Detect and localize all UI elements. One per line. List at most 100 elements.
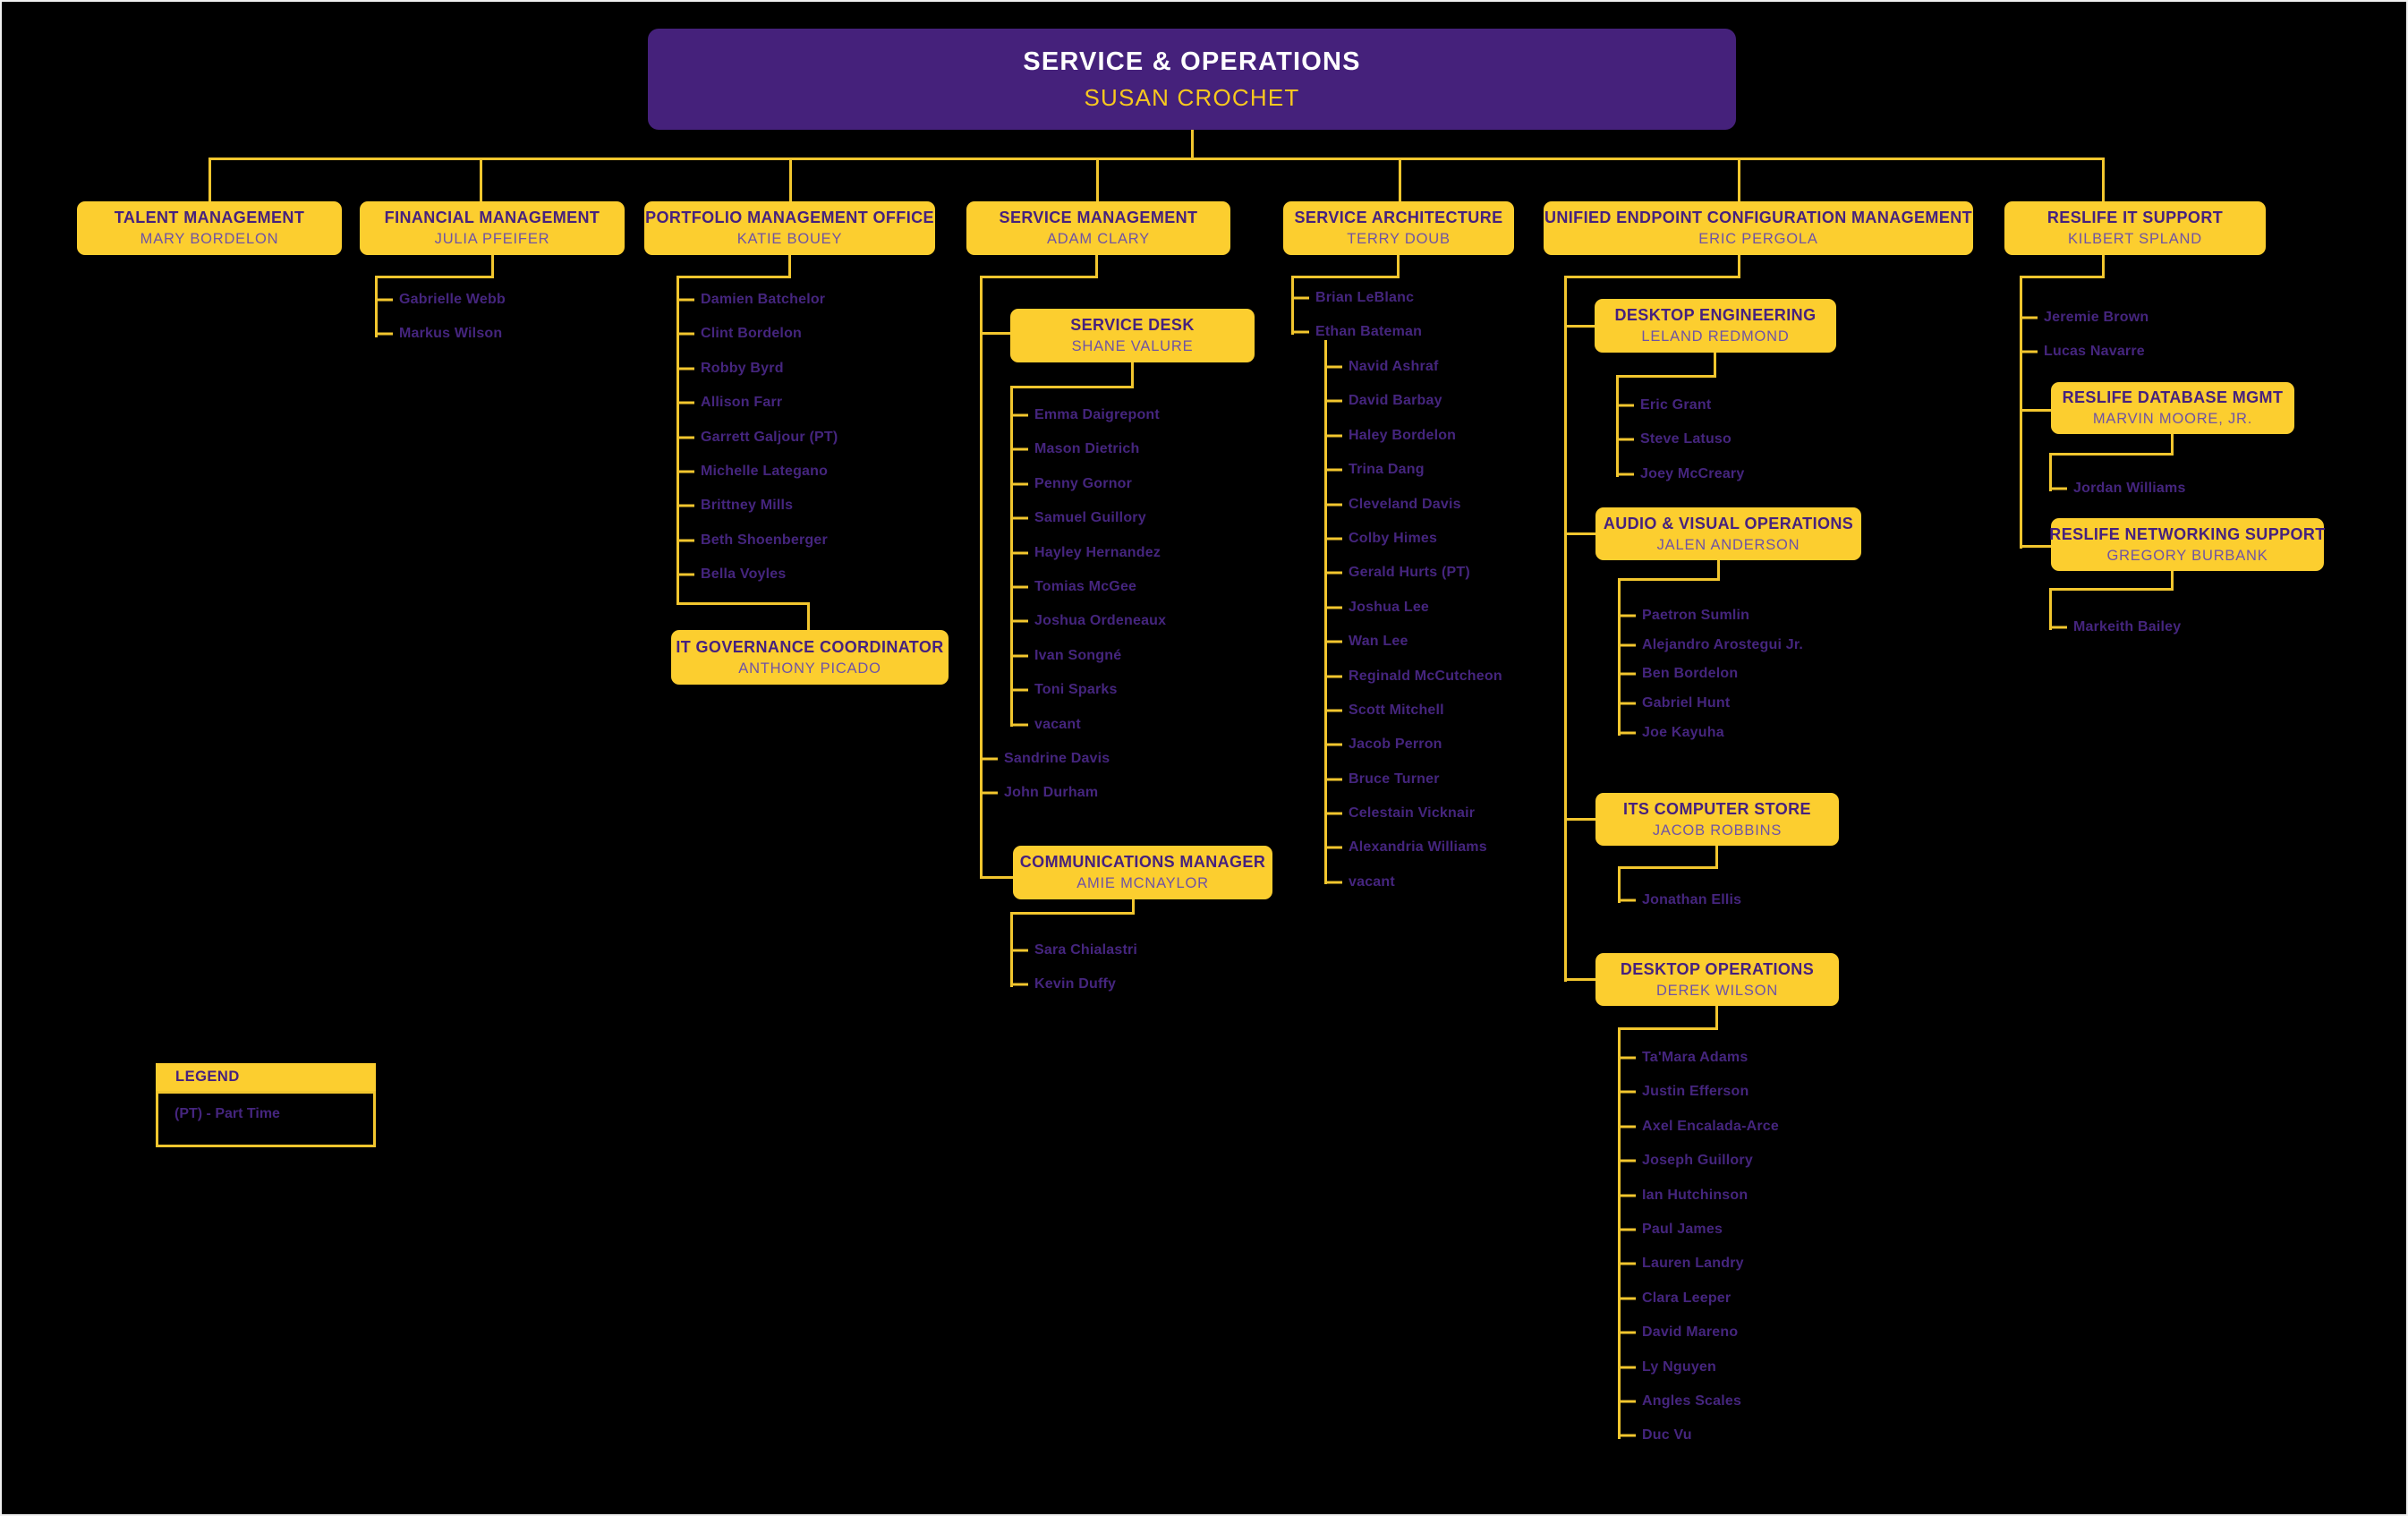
member-name: Celestain Vicknair [1324, 796, 1502, 830]
member-name: Clint Bordelon [676, 317, 838, 351]
team-person: GREGORY BURBANK [2106, 547, 2268, 564]
legend-title: LEGEND [175, 1069, 240, 1085]
member-name: Angles Scales [1618, 1384, 1779, 1418]
member-name: Ta'Mara Adams [1618, 1041, 1779, 1075]
member-name: John Durham [980, 776, 1110, 810]
member-name: Clara Leeper [1618, 1282, 1779, 1316]
member-name: Alejandro Arostegui Jr. [1618, 630, 1803, 660]
member-name: vacant [1324, 865, 1502, 899]
member-name: David Barbay [1324, 384, 1502, 418]
member-name: Gabriel Hunt [1618, 689, 1803, 719]
member-name: David Mareno [1618, 1316, 1779, 1350]
team-title: RESLIFE NETWORKING SUPPORT [2049, 524, 2326, 543]
member-name: Jeremie Brown [2020, 301, 2148, 335]
member-list-reslife-networking: Markeith Bailey [2049, 610, 2181, 644]
connector-line [480, 158, 482, 201]
member-name: Brian LeBlanc [1291, 281, 1422, 315]
member-name: Michelle Lategano [676, 455, 838, 489]
member-name: vacant [1010, 707, 1166, 741]
member-name: Lauren Landry [1618, 1247, 1779, 1281]
connector-line [1715, 846, 1718, 869]
member-name: Markus Wilson [375, 317, 506, 351]
team-box-desktop-engineering: DESKTOP ENGINEERING LELAND REDMOND [1595, 299, 1836, 353]
dept-title: UNIFIED ENDPOINT CONFIGURATION MANAGEMEN… [1544, 209, 1973, 226]
member-name: Penny Gornor [1010, 467, 1166, 501]
legend-body: (PT) - Part Time [156, 1091, 376, 1147]
member-name: Garrett Galjour (PT) [676, 420, 838, 454]
connector-line [1564, 325, 1597, 328]
connector-line [1738, 158, 1740, 201]
connector-line [1564, 818, 1598, 821]
connector-line [1010, 912, 1135, 915]
dept-box-financial-management: FINANCIAL MANAGEMENT JULIA PFEIFER [360, 201, 625, 255]
team-box-reslife-networking-support: RESLIFE NETWORKING SUPPORT GREGORY BURBA… [2049, 518, 2326, 571]
member-name: Mason Dietrich [1010, 432, 1166, 466]
member-list-reslife-database: Jordan Williams [2049, 472, 2186, 506]
team-box-it-governance-coordinator: IT GOVERNANCE COORDINATOR ANTHONY PICADO [671, 630, 949, 685]
team-title: COMMUNICATIONS MANAGER [1019, 853, 1266, 871]
member-name: Paul James [1618, 1213, 1779, 1247]
team-title: RESLIFE DATABASE MGMT [2062, 388, 2284, 406]
legend-header: LEGEND [156, 1063, 376, 1091]
dept-person: JULIA PFEIFER [434, 231, 550, 247]
root-person: SUSAN CROCHET [1084, 83, 1300, 111]
member-name: Lucas Navarre [2020, 335, 2148, 369]
root-box-service-operations: SERVICE & OPERATIONS SUSAN CROCHET [648, 29, 1736, 130]
connector-line [1564, 276, 1567, 982]
member-name: Duc Vu [1618, 1418, 1779, 1452]
dept-person: ERIC PERGOLA [1698, 231, 1818, 247]
member-name: Scott Mitchell [1324, 694, 1502, 728]
connector-line [2171, 571, 2174, 591]
member-name: Cleveland Davis [1324, 487, 1502, 521]
member-name: Gabrielle Webb [375, 283, 506, 317]
member-name: Colby Himes [1324, 522, 1502, 556]
member-name: Joe Kayuha [1618, 719, 1803, 748]
member-name: Steve Latuso [1616, 422, 1744, 456]
team-person: DEREK WILSON [1655, 982, 1779, 999]
connector-line [1564, 532, 1598, 535]
team-person: MARVIN MOORE, JR. [2092, 411, 2253, 427]
member-name: Bruce Turner [1324, 762, 1502, 796]
dept-box-service-architecture: SERVICE ARCHITECTURE TERRY DOUB [1283, 201, 1514, 255]
member-name: Gerald Hurts (PT) [1324, 556, 1502, 590]
member-name: Justin Efferson [1618, 1075, 1779, 1109]
connector-line [1618, 1027, 1718, 1030]
connector-line [2049, 588, 2052, 630]
member-name: Trina Dang [1324, 453, 1502, 487]
connector-line [1715, 1006, 1718, 1030]
team-title: SERVICE DESK [1070, 316, 1195, 334]
member-name: Haley Bordelon [1324, 419, 1502, 453]
connector-line [2102, 158, 2105, 201]
connector-line [1291, 276, 1400, 278]
member-name: Jonathan Ellis [1618, 883, 1741, 917]
connector-line [980, 876, 1016, 879]
connector-line [2020, 276, 2105, 278]
member-list-computer-store: Jonathan Ellis [1618, 883, 1741, 917]
connector-line [980, 332, 1013, 335]
team-person: LELAND REDMOND [1641, 328, 1790, 345]
member-name: Tomias McGee [1010, 570, 1166, 604]
member-name: Ivan Songné [1010, 639, 1166, 673]
team-title: DESKTOP OPERATIONS [1620, 959, 1815, 978]
team-title: AUDIO & VISUAL OPERATIONS [1603, 514, 1854, 532]
team-person: JACOB ROBBINS [1652, 822, 1783, 839]
member-name: Robby Byrd [676, 352, 838, 386]
connector-line [1616, 375, 1716, 378]
member-name: Markeith Bailey [2049, 610, 2181, 644]
connector-line [2049, 453, 2174, 456]
member-name: Allison Farr [676, 386, 838, 420]
connector-line [491, 255, 494, 278]
team-box-reslife-database-mgmt: RESLIFE DATABASE MGMT MARVIN MOORE, JR. [2051, 382, 2294, 434]
connector-line [1131, 362, 1134, 388]
dept-person: ADAM CLARY [1047, 231, 1150, 247]
team-box-desktop-operations: DESKTOP OPERATIONS DEREK WILSON [1595, 953, 1839, 1006]
member-name: Alexandria Williams [1324, 830, 1502, 864]
connector-line [1096, 158, 1099, 201]
